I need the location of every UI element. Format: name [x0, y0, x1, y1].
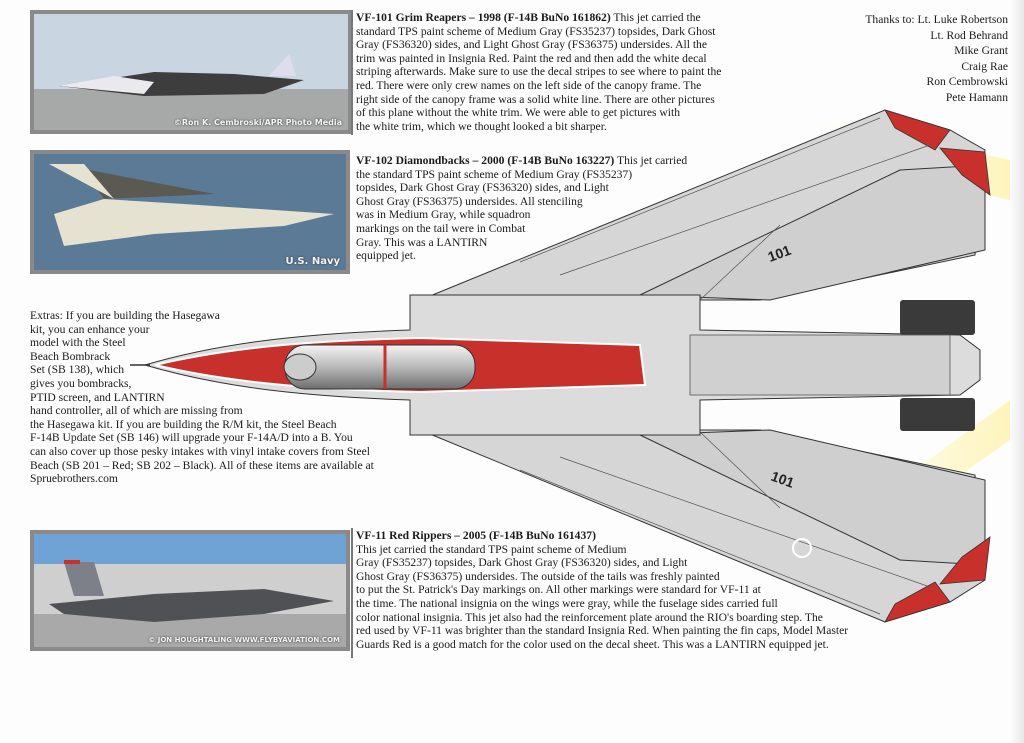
photo-credit: ©Ron K. Cembroski/APR Photo Media — [173, 118, 342, 127]
engine-nozzle-top — [900, 300, 975, 335]
text-line: Beach (SB 201 – Red; SB 202 – Black). Al… — [30, 458, 374, 472]
national-insignia — [792, 538, 812, 558]
wingtip-red-top — [884, 109, 951, 151]
acknowledgements: Thanks to: Lt. Luke Robertson Lt. Rod Be… — [865, 12, 1008, 105]
text-line: Gray (FS35237) topsides, Dark Ghost Gray… — [356, 556, 688, 570]
text-line: Set (SB 138), which — [30, 363, 125, 377]
thanks-line: Ron Cembrowski — [926, 75, 1008, 88]
modex-bottom: 101 — [769, 468, 797, 491]
text-line: topsides, Dark Ghost Gray (FS36320) side… — [356, 181, 609, 195]
photo-credit: © JON HOUGHTALING WWW.FLYBYAVIATION.COM — [148, 636, 340, 644]
stab-tip-red-bottom — [939, 536, 991, 585]
thanks-line: Pete Hamann — [945, 90, 1008, 104]
text-line: equipped jet. — [356, 249, 416, 263]
text-line: the Hasegawa kit. If you are building th… — [30, 417, 337, 431]
photo-vf101: ©Ron K. Cembroski/APR Photo Media — [30, 10, 352, 134]
photo-vf102: U.S. Navy — [30, 150, 350, 274]
text-line: can also cover up those pesky intakes wi… — [30, 444, 370, 458]
text-line: color national insignia. This jet also h… — [356, 610, 823, 624]
text-line: Guards Red is a good match for the color… — [356, 637, 829, 651]
text-line: Gray. This was a LANTIRN — [356, 235, 488, 249]
text-line: trim was painted in Insignia Red. Paint … — [356, 51, 707, 65]
vf102-title: VF-102 Diamondbacks – 2000 (F-14B BuNo 1… — [356, 154, 615, 167]
text-line: right side of the canopy frame was a sol… — [356, 92, 715, 106]
text-line: the white trim, which we thought looked … — [356, 119, 607, 133]
vf11-title: VF-11 Red Rippers – 2005 (F-14B BuNo 161… — [356, 529, 596, 542]
thanks-line: Thanks to: Lt. Luke Robertson — [865, 13, 1008, 26]
text-line: Gray (FS36320) sides, and Light Ghost Gr… — [356, 38, 708, 52]
link-spruebrothers: Spruebrothers.com — [30, 472, 118, 486]
text-line: This jet carried the — [610, 11, 701, 24]
text-line: Extras: If you are building the Hasegawa — [30, 309, 220, 322]
text-line: Beach Bombrack — [30, 349, 111, 363]
text-line: This jet carried the standard TPS paint … — [356, 542, 627, 556]
vf101-title: VF-101 Grim Reapers – 1998 (F-14B BuNo 1… — [356, 11, 611, 24]
text-line: Ghost Gray (FS36375) undersides. The out… — [356, 569, 720, 583]
text-line: standard TPS paint scheme of Medium Gray… — [356, 24, 716, 38]
stab-tip-red-top — [939, 147, 991, 196]
engine-nozzle-bottom — [900, 398, 975, 431]
text-line: kit, you can enhance your — [30, 322, 150, 336]
text-line: PTID screen, and LANTIRN — [30, 390, 165, 404]
text-line: This jet carried — [614, 154, 688, 167]
text-line: the standard TPS paint scheme of Medium … — [356, 167, 633, 181]
text-line: was in Medium Gray, while squadron — [356, 208, 531, 222]
modex-top: 101 — [766, 242, 794, 265]
text-line: F-14B Update Set (SB 146) will upgrade y… — [30, 431, 353, 445]
text-line: striping afterwards. Make sure to use th… — [356, 65, 722, 79]
text-line: to put the St. Patrick's Day markings on… — [356, 583, 761, 597]
text-line: hand controller, all of which are missin… — [30, 404, 243, 418]
vf102-description: VF-102 Diamondbacks – 2000 (F-14B BuNo 1… — [356, 154, 687, 263]
stabilizer-top — [639, 164, 986, 301]
photo-vf11: © JON HOUGHTALING WWW.FLYBYAVIATION.COM — [30, 530, 350, 651]
text-line: gives you bombracks, — [30, 376, 132, 390]
text-marker-bar — [351, 528, 353, 658]
text-line: markings on the tail were in Combat — [356, 221, 526, 235]
thanks-line: Craig Rae — [961, 59, 1008, 73]
text-marker-bar — [351, 10, 353, 135]
text-line: model with the Steel — [30, 336, 126, 350]
text-line: the time. The national insignia on the w… — [356, 596, 778, 610]
text-line: Ghost Gray (FS36375) undersides. All ste… — [356, 194, 583, 208]
text-line: of this plane without the white trim. We… — [356, 106, 681, 120]
thanks-line: Lt. Rod Behrand — [930, 28, 1008, 42]
vf101-description: VF-101 Grim Reapers – 1998 (F-14B BuNo 1… — [356, 11, 721, 133]
text-line: red. There were only crew names on the l… — [356, 78, 702, 92]
thanks-line: Mike Grant — [954, 44, 1008, 57]
wingtip-red-bottom — [884, 581, 951, 623]
page-edge-shadow — [1010, 0, 1024, 743]
vf11-description: VF-11 Red Rippers – 2005 (F-14B BuNo 161… — [356, 529, 848, 651]
extras-note: Extras: If you are building the Hasegawa… — [30, 309, 374, 486]
stabilizer-bottom — [639, 429, 986, 566]
text-line: red used by VF-11 was brighter than the … — [356, 624, 849, 638]
photo-credit: U.S. Navy — [285, 256, 340, 267]
